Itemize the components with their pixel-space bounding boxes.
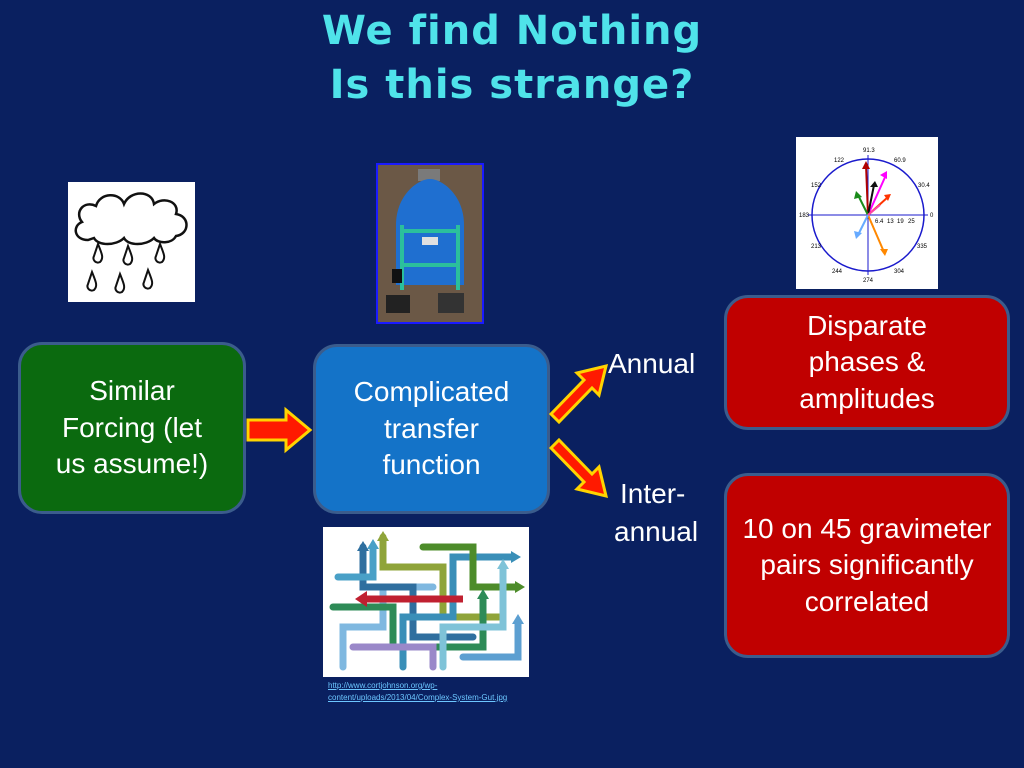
rain-cloud-icon (74, 192, 188, 294)
phase-radius-1: 6.4 (875, 219, 884, 225)
phase-label-upper-left: 122 (834, 158, 845, 164)
complex-system-image (323, 527, 529, 677)
phase-label-right-high: 30.4 (918, 183, 930, 189)
phase-radius-3: 19 (897, 219, 904, 225)
tangled-arrows-illustration (329, 531, 525, 671)
arrow-forcing-to-transfer (246, 406, 313, 454)
similar-forcing-text: Similar Forcing (let us assume!) (55, 375, 209, 480)
gravimeter-illustration (378, 165, 482, 322)
phase-radius-2: 13 (887, 219, 894, 225)
arrow-to-annual (548, 363, 609, 425)
gravimeter-photo (376, 163, 484, 324)
gravimeter-pairs-text: 10 on 45 gravimeter pairs significantly … (742, 512, 992, 617)
phase-label-left-high: 152 (811, 183, 822, 189)
phase-label-top: 91.3 (863, 148, 875, 154)
interannual-label-line-2: annual (614, 516, 699, 547)
interannual-label-line-1: Inter- (620, 478, 686, 509)
phase-label-bottom: 274 (863, 278, 874, 284)
phase-label-upper-right: 60.9 (894, 158, 906, 164)
phase-label-lower-right: 304 (894, 269, 905, 275)
phase-plot-svg: 91.3 122 60.9 152 30.4 183 0 213 335 244… (799, 148, 934, 284)
slide-title-line-2: Is this strange? (329, 62, 695, 108)
gravimeter-pairs-box: 10 on 45 gravimeter pairs significantly … (724, 473, 1010, 658)
image-credit-link[interactable]: http://www.cortjohnson.org/wp-content/up… (328, 681, 508, 702)
phase-radius-4: 25 (908, 219, 915, 225)
phase-label-left-low: 213 (811, 244, 822, 250)
disparate-phases-box: Disparate phases & amplitudes (724, 295, 1010, 430)
rain-cloud-image (68, 182, 195, 302)
slide-title-line-1: We find Nothing (321, 8, 703, 54)
phase-label-left: 183 (799, 213, 810, 219)
phase-label-lower-left: 244 (832, 269, 843, 275)
similar-forcing-box: Similar Forcing (let us assume!) (18, 342, 246, 514)
annual-label: Annual (608, 348, 696, 379)
disparate-phases-text: Disparate phases & amplitudes (799, 309, 935, 414)
phase-label-right-low: 335 (917, 244, 928, 250)
arrow-to-interannual (548, 437, 609, 499)
transfer-function-box: Complicated transfer function (313, 344, 550, 514)
phase-label-right: 0 (930, 213, 934, 219)
phase-plot: 91.3 122 60.9 152 30.4 183 0 213 335 244… (796, 137, 938, 289)
transfer-function-text: Complicated transfer function (353, 376, 510, 481)
